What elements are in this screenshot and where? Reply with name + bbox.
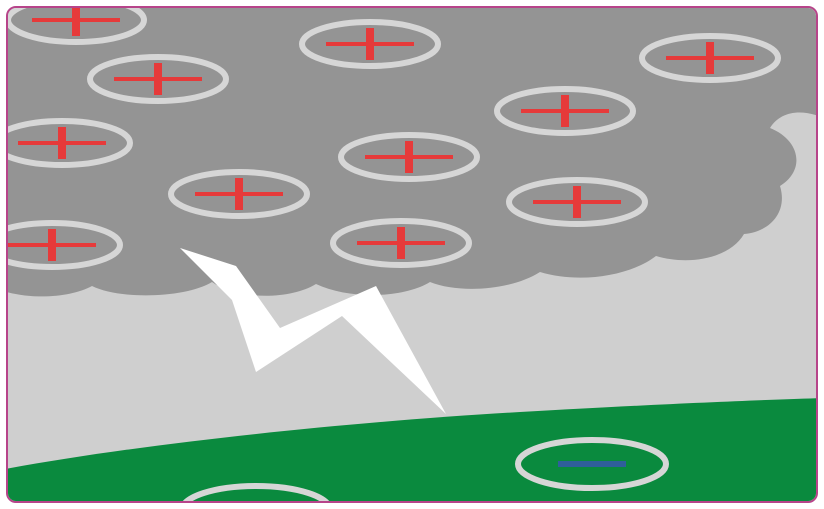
lightning-charge-diagram (6, 6, 818, 503)
diagram-frame (6, 6, 818, 503)
